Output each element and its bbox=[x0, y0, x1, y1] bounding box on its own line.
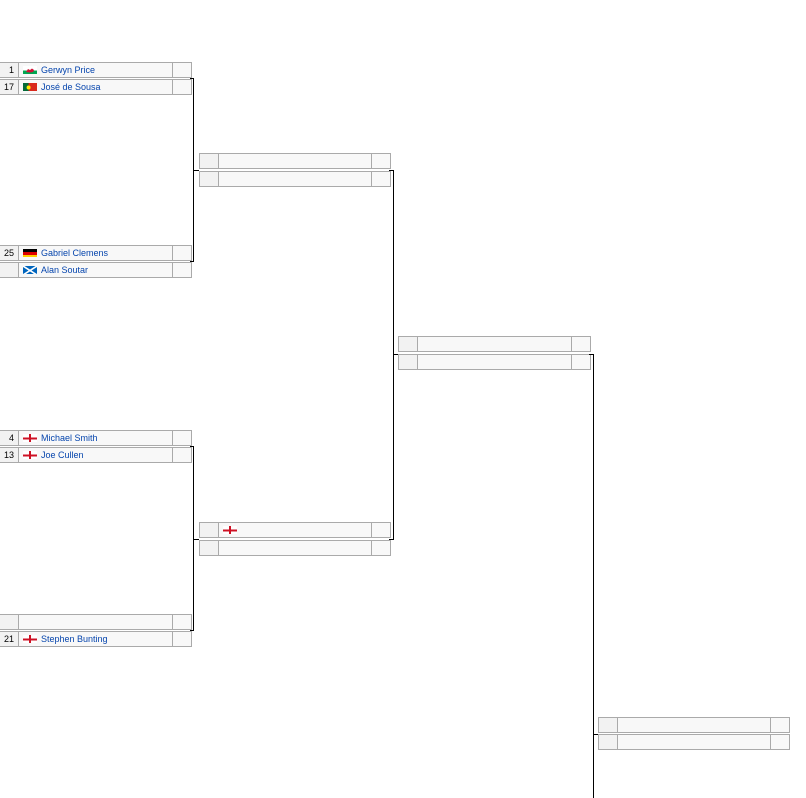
portugal-flag-icon bbox=[23, 82, 37, 92]
england-flag-icon bbox=[23, 450, 37, 460]
bracket-connector-line bbox=[589, 354, 593, 355]
seed-cell: 25 bbox=[0, 245, 19, 261]
player-cell[interactable]: José de Sousa bbox=[18, 79, 173, 95]
score-cell bbox=[571, 336, 591, 352]
score-cell bbox=[371, 522, 391, 538]
score-cell bbox=[371, 171, 391, 187]
bracket-connector-line bbox=[593, 734, 598, 735]
score-cell bbox=[172, 447, 192, 463]
player-name-link[interactable]: Joe Cullen bbox=[41, 450, 84, 460]
score-cell bbox=[172, 245, 192, 261]
seed-cell bbox=[199, 153, 219, 169]
player-cell bbox=[218, 153, 372, 169]
bracket-connector-line bbox=[593, 354, 594, 798]
player-cell bbox=[218, 522, 372, 538]
bracket-connector-line bbox=[193, 446, 194, 631]
seed-cell: 1 bbox=[0, 62, 19, 78]
bracket-connector-line bbox=[193, 539, 199, 540]
player-name-link[interactable]: Alan Soutar bbox=[41, 265, 89, 275]
england-flag-icon bbox=[223, 525, 237, 535]
score-cell bbox=[172, 430, 192, 446]
player-cell bbox=[617, 734, 771, 750]
seed-cell bbox=[199, 540, 219, 556]
player-cell bbox=[617, 717, 771, 733]
seed-cell bbox=[199, 171, 219, 187]
scotland-flag-icon bbox=[23, 265, 37, 275]
seed-cell bbox=[199, 522, 219, 538]
score-cell bbox=[172, 262, 192, 278]
seed-cell bbox=[598, 734, 618, 750]
score-cell bbox=[770, 734, 790, 750]
player-cell bbox=[218, 540, 372, 556]
seed-cell: 17 bbox=[0, 79, 19, 95]
bracket-connector-line bbox=[190, 261, 194, 262]
player-cell[interactable]: Gabriel Clemens bbox=[18, 245, 173, 261]
player-cell bbox=[417, 354, 572, 370]
bracket-connector-line bbox=[193, 170, 199, 171]
score-cell bbox=[770, 717, 790, 733]
bracket-connector-line bbox=[393, 354, 398, 355]
seed-cell: 13 bbox=[0, 447, 19, 463]
bracket-connector-line bbox=[190, 78, 194, 79]
england-flag-icon bbox=[23, 634, 37, 644]
player-cell[interactable]: Gerwyn Price bbox=[18, 62, 173, 78]
player-name-link[interactable]: José de Sousa bbox=[41, 82, 101, 92]
bracket-connector-line bbox=[389, 539, 393, 540]
score-cell bbox=[371, 540, 391, 556]
wales-flag-icon bbox=[23, 65, 37, 75]
score-cell bbox=[172, 614, 192, 630]
score-cell bbox=[571, 354, 591, 370]
bracket-connector-line bbox=[190, 446, 194, 447]
player-cell[interactable]: Michael Smith bbox=[18, 430, 173, 446]
player-name-link[interactable]: Gabriel Clemens bbox=[41, 248, 109, 258]
score-cell bbox=[371, 153, 391, 169]
seed-cell bbox=[598, 717, 618, 733]
seed-cell bbox=[0, 262, 19, 278]
england-flag-icon bbox=[23, 433, 37, 443]
score-cell bbox=[172, 62, 192, 78]
score-cell bbox=[172, 631, 192, 647]
seed-cell: 4 bbox=[0, 430, 19, 446]
seed-cell bbox=[398, 336, 418, 352]
seed-cell bbox=[398, 354, 418, 370]
seed-cell: 21 bbox=[0, 631, 19, 647]
player-cell[interactable]: Stephen Bunting bbox=[18, 631, 173, 647]
player-cell bbox=[18, 614, 173, 630]
germany-flag-icon bbox=[23, 248, 37, 258]
bracket-connector-line bbox=[190, 630, 194, 631]
seed-cell bbox=[0, 614, 19, 630]
player-name-link[interactable]: Stephen Bunting bbox=[41, 634, 108, 644]
player-name-link[interactable]: Michael Smith bbox=[41, 433, 98, 443]
score-cell bbox=[172, 79, 192, 95]
bracket-connector-line bbox=[393, 170, 394, 540]
player-cell bbox=[218, 171, 372, 187]
player-name-link[interactable]: Gerwyn Price bbox=[41, 65, 96, 75]
bracket-connector-line bbox=[389, 170, 393, 171]
player-cell bbox=[417, 336, 572, 352]
player-cell[interactable]: Alan Soutar bbox=[18, 262, 173, 278]
player-cell[interactable]: Joe Cullen bbox=[18, 447, 173, 463]
